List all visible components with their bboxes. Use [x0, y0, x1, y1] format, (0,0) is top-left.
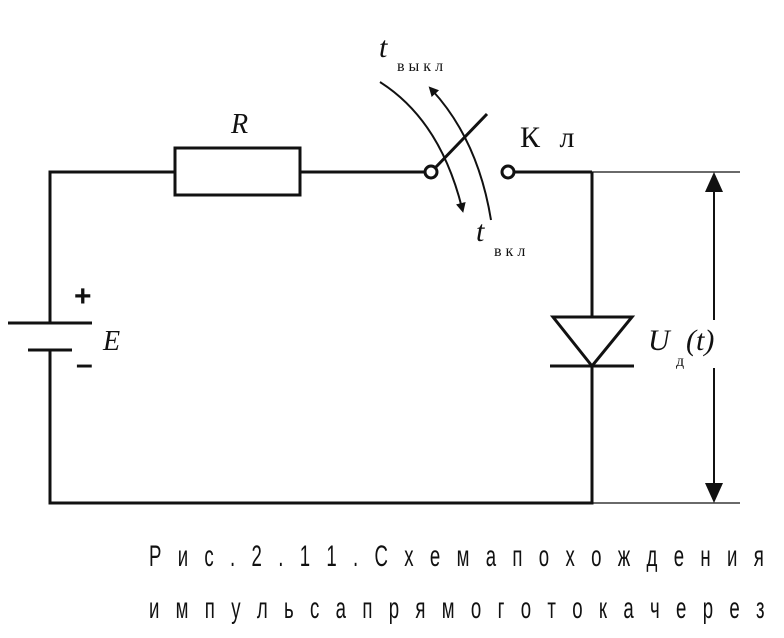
- battery-minus: –: [76, 348, 93, 381]
- caption-line-1: Р и с . 2 . 1 1 . С х е м а п о х о ж д …: [148, 540, 770, 573]
- switch-on-arrow: [379, 81, 466, 213]
- voltage-label: U: [648, 324, 672, 357]
- voltage-argument: (t): [686, 324, 714, 357]
- emf-label: E: [102, 326, 120, 357]
- switch-off-arrow: [428, 86, 492, 221]
- t-on-subscript: в к л: [494, 243, 525, 260]
- diode: [549, 315, 636, 369]
- resistor-label: R: [230, 109, 248, 140]
- caption-line-2: и м п у л ь с а п р я м о г о т о к а ч …: [148, 592, 771, 625]
- voltage-arrow: [592, 171, 740, 504]
- battery: [8, 321, 92, 352]
- t-on-label: t: [476, 215, 485, 248]
- battery-plus: +: [74, 280, 92, 313]
- switch: [379, 81, 516, 221]
- voltage-subscript: д: [676, 353, 684, 370]
- circuit-wires: [48, 170, 594, 505]
- t-off-label: t: [379, 31, 388, 64]
- t-off-subscript: в ы к л: [397, 58, 443, 75]
- resistor: [173, 146, 302, 197]
- switch-label: К л: [520, 121, 580, 154]
